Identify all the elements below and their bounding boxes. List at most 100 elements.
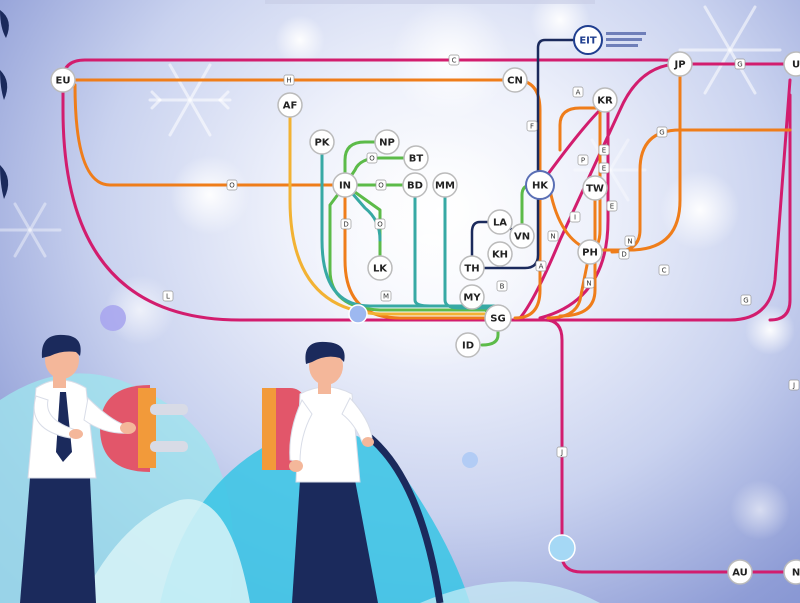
svg-text:LA: LA <box>493 218 507 229</box>
svg-text:M: M <box>383 293 389 301</box>
link-tags: C H G G G A A F P E E E O O O O D D L M … <box>162 54 800 458</box>
svg-text:AF: AF <box>283 101 298 112</box>
svg-text:D: D <box>621 251 626 259</box>
svg-text:O: O <box>378 182 384 190</box>
svg-text:O: O <box>369 155 375 163</box>
link-tag: N <box>583 277 595 289</box>
node-np: NP <box>374 129 400 155</box>
left-decor <box>0 10 9 199</box>
svg-text:AU: AU <box>732 568 748 579</box>
svg-text:TW: TW <box>586 184 604 195</box>
line-orange-hk-tw <box>558 106 607 152</box>
link-tag: F <box>526 120 538 132</box>
line-green-sg-id <box>480 318 500 347</box>
svg-text:ID: ID <box>462 341 474 352</box>
line-green-in-bt <box>343 156 417 187</box>
node-bd: BD <box>402 172 428 198</box>
node-lk: LK <box>367 255 393 281</box>
line-orange-jp-ph <box>588 62 682 252</box>
decor-dot <box>100 305 126 331</box>
node-vn: VN <box>509 223 535 249</box>
svg-text:TH: TH <box>464 264 479 275</box>
svg-text:BD: BD <box>407 181 423 192</box>
node-au: AU <box>727 559 753 585</box>
header-strip <box>265 0 595 4</box>
svg-text:L: L <box>166 293 170 301</box>
line-orange-in-sg <box>343 183 500 320</box>
node-kr: KR <box>592 87 618 113</box>
link-tag: O <box>366 152 378 164</box>
svg-text:U: U <box>792 60 800 71</box>
person-right <box>289 341 378 603</box>
line-navy-eit-hk <box>536 38 577 186</box>
svg-text:PH: PH <box>582 248 598 259</box>
junction-dot <box>548 534 576 562</box>
node-mm: MM <box>432 172 458 198</box>
line-orange-tw-sg <box>558 188 597 318</box>
svg-text:E: E <box>602 165 606 173</box>
plug-illustration <box>20 334 444 603</box>
svg-text:H: H <box>286 77 291 85</box>
node-in: IN <box>332 172 358 198</box>
svg-text:O: O <box>377 221 383 229</box>
svg-text:KH: KH <box>492 250 508 261</box>
node-ph: PH <box>577 239 603 265</box>
svg-text:CN: CN <box>507 76 523 87</box>
node-bt: BT <box>403 145 429 171</box>
link-tag: B <box>496 280 508 292</box>
svg-text:PK: PK <box>314 138 330 149</box>
svg-text:N: N <box>627 238 632 246</box>
svg-text:E: E <box>602 147 606 155</box>
line-green-in-lk <box>343 183 382 270</box>
svg-text:JP: JP <box>673 60 685 71</box>
svg-text:G: G <box>743 297 748 305</box>
link-tag: P <box>577 154 589 166</box>
svg-text:J: J <box>560 449 563 457</box>
link-tag: H <box>283 74 295 86</box>
svg-text:BT: BT <box>409 154 424 165</box>
link-tag: O <box>375 179 387 191</box>
link-tag: E <box>606 200 618 212</box>
link-tag: E <box>598 162 610 174</box>
link-tag: E <box>598 144 610 156</box>
svg-text:I: I <box>574 214 576 222</box>
node-pk: PK <box>309 129 335 155</box>
svg-text:EIT: EIT <box>579 36 597 47</box>
link-tag: C <box>658 264 670 276</box>
node-nz: N <box>783 559 800 585</box>
svg-text:A: A <box>576 89 581 97</box>
svg-text:D: D <box>343 221 348 229</box>
line-teal-bd-sg <box>413 183 432 308</box>
link-tag: L <box>162 290 174 302</box>
svg-text:A: A <box>539 263 544 271</box>
node-jp: JP <box>667 51 693 77</box>
link-tag: A <box>535 260 547 272</box>
line-magenta-eu-sg <box>61 78 500 322</box>
node-hk: HK <box>525 170 555 200</box>
node-sg: SG <box>484 304 512 332</box>
decor-dot <box>462 452 478 468</box>
link-tag: G <box>656 126 668 138</box>
link-tag: G <box>740 294 752 306</box>
line-green-in-np <box>343 140 387 187</box>
line-navy-la-th <box>470 220 502 268</box>
svg-text:IN: IN <box>339 181 351 192</box>
svg-text:J: J <box>792 382 795 390</box>
line-magenta-sg-g <box>496 78 792 322</box>
node-tw: TW <box>582 175 608 201</box>
svg-text:MY: MY <box>463 293 481 304</box>
svg-text:KR: KR <box>597 96 613 107</box>
svg-text:C: C <box>662 267 667 275</box>
line-orange-eu-in <box>73 83 347 187</box>
node-af: AF <box>277 92 303 118</box>
link-tag: J <box>788 379 800 391</box>
svg-text:B: B <box>500 283 505 291</box>
link-tag: G <box>734 58 746 70</box>
node-th: TH <box>459 255 485 281</box>
line-teal-pk-sg <box>320 140 500 308</box>
line-magenta-jp-sg <box>518 62 682 320</box>
link-tag: J <box>556 446 568 458</box>
link-tag: O <box>374 218 386 230</box>
svg-text:N: N <box>792 568 800 579</box>
